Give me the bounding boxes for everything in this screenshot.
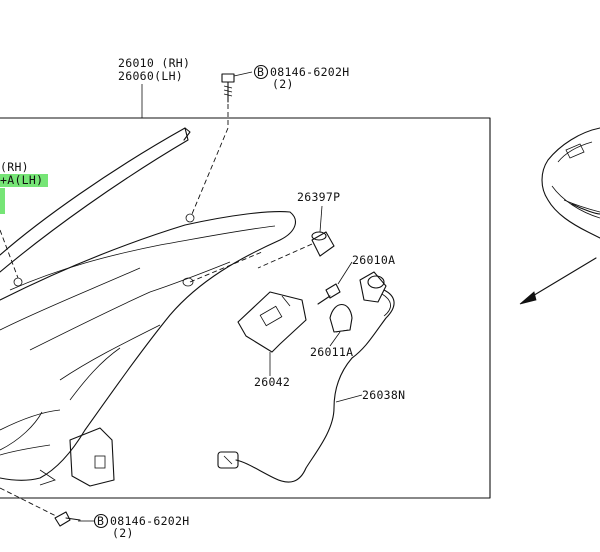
leader-26397p	[319, 205, 323, 233]
bolt-symbol-top	[253, 64, 269, 80]
label-26010-rh[interactable]: 26010 (RH)	[118, 56, 190, 70]
locator-arrow	[525, 257, 597, 301]
bolt-symbol-bottom-letter: B	[97, 514, 104, 528]
headlamp-housing[interactable]	[0, 127, 296, 486]
label-26038n[interactable]: 26038N	[362, 388, 405, 402]
label-26011a[interactable]: 26011A	[310, 345, 353, 359]
label-26060-lh[interactable]: 26060(LH)	[118, 69, 183, 83]
dash-26397p	[257, 243, 313, 269]
vehicle-locator	[541, 127, 600, 239]
leader-26011a	[329, 331, 341, 347]
housing-dash-right	[191, 127, 229, 215]
socket-harness-26038n[interactable]	[217, 271, 395, 483]
label-bolt-bottom-qty: (2)	[112, 526, 134, 540]
label-bolt-top-qty: (2)	[272, 77, 294, 91]
label-left-partial-rh[interactable]: (RH)	[0, 160, 29, 174]
bracket-26042[interactable]	[237, 291, 307, 353]
socket-opening	[182, 277, 194, 287]
bolt-bottom-icon[interactable]	[54, 511, 81, 527]
bolt-symbol-top-letter: B	[257, 65, 264, 79]
housing-dash-left	[0, 229, 19, 279]
bolt-symbol-bottom	[93, 513, 109, 529]
bolt-top-icon[interactable]	[221, 73, 235, 103]
leader-bolt-top	[233, 71, 253, 77]
bolt-bottom-dash	[0, 487, 57, 517]
mount-tab-lower[interactable]	[69, 427, 115, 487]
assembly-frame	[0, 117, 491, 499]
label-bolt-top[interactable]: 08146-6202H	[270, 65, 349, 79]
label-26010a[interactable]: 26010A	[352, 253, 395, 267]
label-left-partial-lh[interactable]: +A(LH)	[0, 173, 43, 187]
screw-26010a[interactable]	[317, 283, 341, 305]
locator-arrowhead-icon	[519, 291, 537, 305]
leader-26010a	[337, 261, 353, 285]
socket-dash	[189, 251, 263, 283]
label-26397p[interactable]: 26397P	[297, 190, 340, 204]
leader-26038n	[335, 394, 363, 403]
bulb-26011a[interactable]	[329, 303, 353, 333]
label-26042[interactable]: 26042	[254, 375, 290, 389]
highlight-strip	[0, 188, 5, 214]
cap-26397p[interactable]	[311, 231, 335, 257]
label-bolt-bottom[interactable]: 08146-6202H	[110, 514, 189, 528]
highlight-lh	[0, 174, 48, 187]
